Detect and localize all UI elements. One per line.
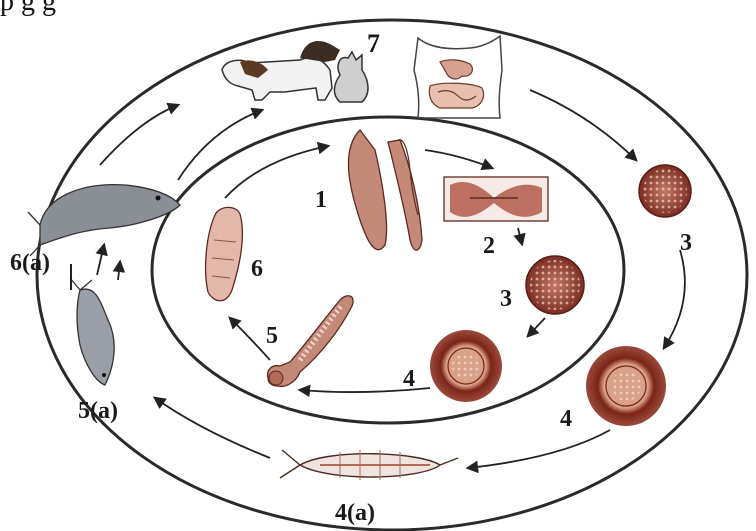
label-copepod: 4(a) xyxy=(335,500,375,526)
adult-tapeworm-icon xyxy=(348,130,422,250)
label-coracidium-inner: 4 xyxy=(403,366,415,392)
label-definitive-host: 7 xyxy=(367,29,380,58)
coracidium-icon-inner xyxy=(430,330,502,402)
coracidium-icon-outer xyxy=(586,346,666,426)
small-fish-host-icon xyxy=(70,278,114,385)
egg-icon-inner xyxy=(526,256,584,314)
copepod-host-icon xyxy=(280,450,458,480)
label-egg-outer: 3 xyxy=(680,230,692,256)
outer-ring xyxy=(37,20,747,530)
human-torso-intestine-icon xyxy=(414,36,502,118)
label-small-fish: 5(a) xyxy=(78,398,118,424)
plerocercoid-larva-icon xyxy=(206,207,243,300)
label-proglottid: 2 xyxy=(483,233,495,259)
label-plerocercoid: 6 xyxy=(251,256,263,282)
proglottid-icon xyxy=(444,177,548,221)
egg-icon-outer xyxy=(639,165,691,217)
label-egg-inner: 3 xyxy=(500,286,512,312)
label-adult-worm: 1 xyxy=(315,187,327,213)
label-large-fish: 6(a) xyxy=(10,250,50,276)
label-coracidium-outer: 4 xyxy=(560,406,572,432)
procercoid-larva-icon xyxy=(268,296,353,387)
dog-and-cat-host-icon xyxy=(222,41,368,102)
label-procercoid: 5 xyxy=(266,323,278,349)
